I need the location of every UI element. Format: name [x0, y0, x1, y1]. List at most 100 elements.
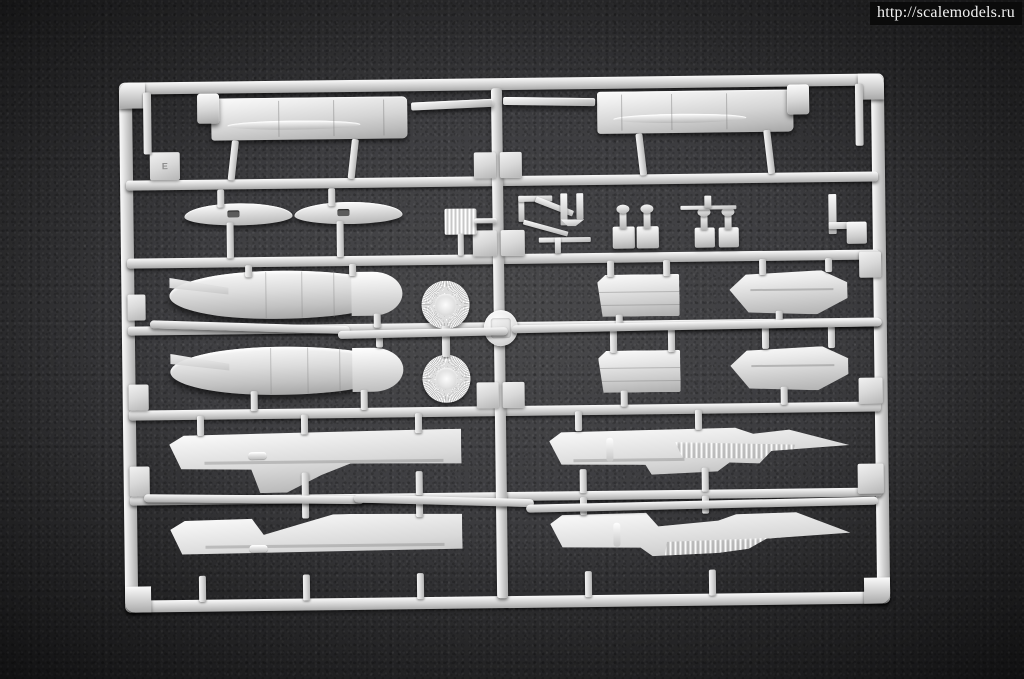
part-cross-stem [554, 237, 561, 254]
sprue-tab-centre-upper2 [499, 151, 523, 179]
sprue-gate [701, 467, 709, 492]
part-right-small-block [846, 221, 867, 244]
part-detail-band [333, 271, 335, 317]
sprue-gate [780, 386, 788, 405]
sprue-tab-label-e: E [149, 152, 181, 181]
part-detail-rib [620, 94, 622, 132]
sprue-gate [416, 573, 425, 600]
sprue-gate [227, 140, 239, 181]
part-seat-d [718, 227, 739, 248]
part-detail-vane [751, 288, 834, 291]
sprue-tab-centre-mid [472, 230, 497, 257]
sprue-gate [663, 260, 671, 277]
sprue-gate [373, 313, 381, 328]
part-detail-band [264, 272, 267, 318]
sprue-gate [761, 326, 770, 349]
sprue-gate [302, 574, 311, 601]
part-detail-panel-line [573, 458, 684, 462]
sprue-rail-right [870, 73, 891, 604]
part-detail-rib [383, 99, 385, 137]
sprue-tab-right-low [858, 377, 883, 404]
sprue-gate [198, 575, 207, 602]
part-horizontal-stabiliser-b [294, 201, 403, 225]
part-seat-c [694, 227, 715, 248]
part-fuselage-block-upper [597, 274, 680, 317]
sprue-gate [142, 92, 152, 155]
part-seat-b-knob [640, 204, 654, 214]
part-detail-locating-hole [337, 208, 350, 216]
sprue-gate [336, 221, 344, 258]
part-detail-slot [606, 438, 613, 462]
sprue-gate [300, 414, 309, 435]
sprue-gate [825, 258, 833, 273]
sprue-gate [609, 328, 618, 353]
part-strut-diagonal [534, 196, 575, 217]
sprue-gate [301, 472, 309, 497]
sprue-tab-letter: E [161, 161, 168, 172]
sprue-gate [457, 233, 464, 256]
sprue-gate [360, 389, 368, 410]
sprue-tab-centre-low2 [502, 381, 525, 409]
part-detail-raised-mark [248, 452, 266, 459]
sprue-gate [196, 415, 205, 436]
part-detail-vane [752, 364, 835, 367]
part-detail-band [338, 347, 341, 393]
part-intake-lip-left [196, 93, 220, 124]
sprue-gate [414, 413, 423, 434]
part-drop-tank-lower [170, 345, 404, 397]
part-cross-rod [538, 237, 591, 243]
sprue-gate [759, 258, 767, 275]
part-detail-panel-line [598, 367, 680, 369]
sprue-tab-left-mid [127, 294, 146, 321]
sprue-gate [763, 129, 776, 175]
part-detail-panel-line [599, 380, 681, 382]
part-intake-lip-right [786, 84, 810, 115]
part-detail-band [270, 348, 272, 394]
sprue-gate [574, 411, 583, 432]
sprue-tab-right-bottom [857, 463, 884, 494]
part-intake-trunk-right [596, 89, 794, 134]
sprue-tab-left-low [128, 384, 149, 411]
sprue-gate [226, 222, 234, 259]
part-detail-slot [613, 523, 620, 547]
part-ribbed-cylinder [444, 208, 477, 235]
part-detail-seam [226, 119, 361, 131]
sprue-tab-left-bottom [129, 466, 150, 497]
part-turbine-fan-lower [422, 354, 471, 404]
part-detail-intake-ribs [675, 441, 795, 460]
sprue-gate [584, 571, 593, 598]
sprue-corner-br [863, 577, 891, 604]
part-engine-pod-upper [729, 270, 848, 315]
sprue-tab-centre-mid2 [500, 229, 525, 257]
sprue-gate [607, 260, 615, 277]
part-engine-pod-lower [730, 346, 849, 391]
watermark-label: http://scalemodels.ru [870, 2, 1022, 25]
part-detail-panel-line [206, 543, 445, 549]
part-detail-intake-ribs [664, 537, 790, 557]
sprue-gate [854, 83, 864, 146]
part-detail-fin [169, 277, 228, 295]
part-detail-fin [170, 353, 229, 371]
part-fuselage-block-lower [598, 350, 681, 393]
sprue-gate [349, 263, 357, 276]
sprue-gate [635, 133, 648, 176]
part-cylinder-axle [474, 218, 497, 224]
sprue-gate [620, 390, 628, 407]
sprue-gate [667, 328, 676, 353]
sprue-tab-centre-upper [473, 152, 497, 179]
sprue-gate [708, 569, 717, 596]
part-detail-nose [352, 347, 404, 393]
sprue-gate [217, 189, 225, 208]
part-thin-rod-fin [704, 195, 712, 208]
sprue-gate [245, 265, 253, 278]
part-seat-b [636, 226, 659, 249]
part-intake-trunk-left [211, 96, 408, 141]
part-drop-tank-upper [169, 269, 403, 321]
part-detail-panel-line [598, 304, 680, 306]
sprue-tab-centre-low [476, 382, 499, 409]
part-wing-half-left-lower [170, 513, 463, 579]
sprue-gate [827, 326, 836, 349]
part-detail-raised-mark [249, 545, 267, 552]
